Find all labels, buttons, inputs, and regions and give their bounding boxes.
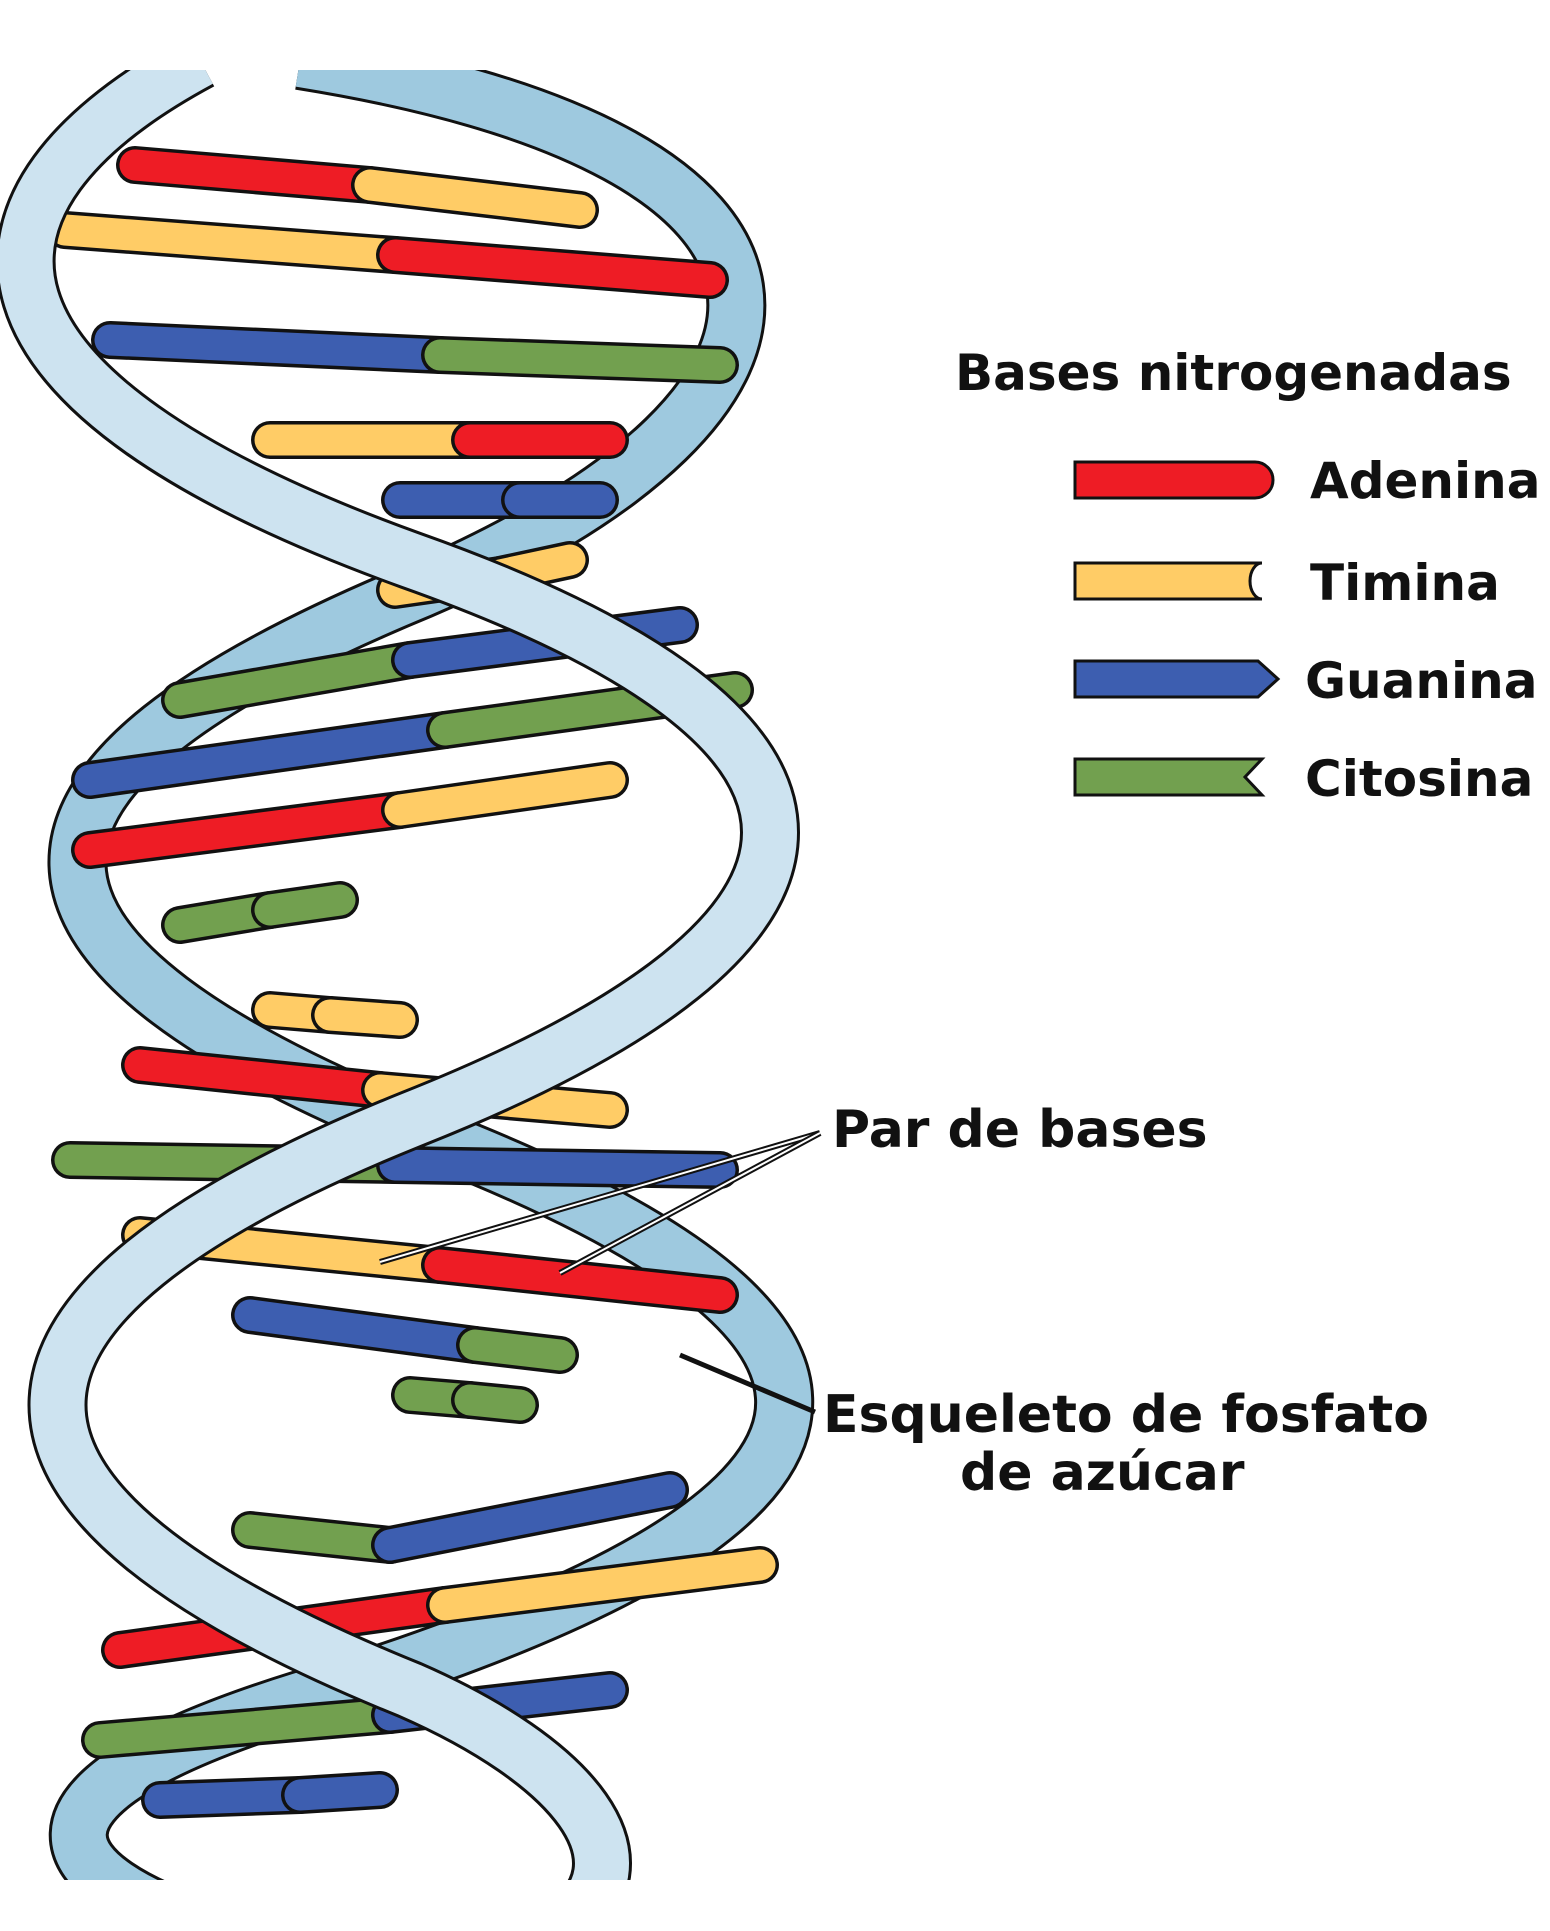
base-guanina-7a [74,714,461,796]
base-adenina-13b [424,1249,736,1311]
base-citosina-14b [459,1329,576,1371]
callout-label-backbone-line2: de azúcar [960,1443,1245,1503]
base-citosina-2b [424,339,736,381]
base-guanina-19a [144,1779,316,1816]
base-citosina-6a [164,644,426,716]
guanina-swatch-icon [1073,659,1281,699]
callout-backbone: Esqueleto de fosfato de azúcar [679,1352,1429,1503]
base-timina-0b [354,169,596,226]
base-citosina-16a [234,1514,406,1561]
base-adenina-11a [124,1049,396,1106]
timina-swatch-icon [1073,561,1263,601]
bottom-fade [0,1880,900,1931]
base-citosina-18a [84,1699,406,1756]
base-guanina-12b [379,1149,736,1186]
legend-label-timina: Timina [1310,554,1500,612]
base-timina-8b [384,764,626,826]
base-timina-10b [314,999,416,1036]
adenina-swatch-icon [1073,460,1275,500]
base-citosina-15b [454,1384,536,1421]
callout-label-base-pair: Par de bases [832,1100,1208,1160]
legend-label-guanina: Guanina [1305,652,1537,710]
legend: Bases nitrogenadas Adenina Timina Guanin… [955,344,1540,808]
leader-line-backbone [679,1352,816,1415]
base-guanina-2a [94,324,456,371]
base-adenina-1b [379,239,726,296]
legend-title: Bases nitrogenadas [955,344,1512,402]
callout-label-backbone-line1: Esqueleto de fosfato [823,1385,1429,1445]
legend-label-adenina: Adenina [1310,452,1540,510]
base-adenina-8a [74,794,416,866]
top-fade [0,0,900,70]
base-timina-17b [429,1549,776,1621]
leader-line-base-pair-1-white [379,1132,821,1263]
callout-base-pair: Par de bases [379,1100,1208,1276]
leader-line-base-pair-2-white [559,1132,821,1274]
legend-label-citosina: Citosina [1305,750,1533,808]
citosina-swatch-icon [1073,757,1266,797]
base-guanina-16b [374,1474,686,1561]
base-timina-1a [49,214,411,271]
base-adenina-0a [119,149,386,201]
backbone-strand-front-fill [0,36,797,1931]
base-guanina-19b [284,1774,396,1811]
base-citosina-9b [254,884,356,926]
base-guanina-14a [234,1299,491,1361]
